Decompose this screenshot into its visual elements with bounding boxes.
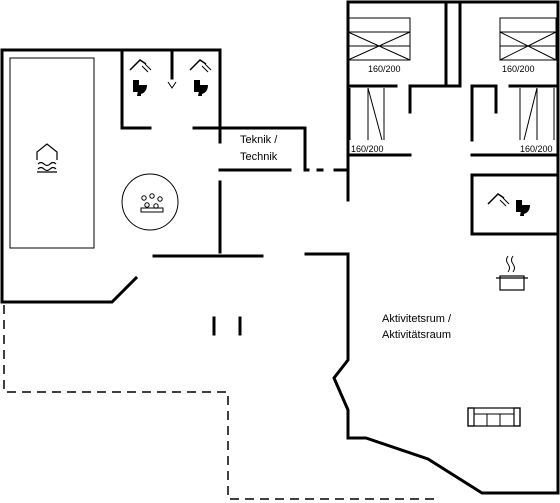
cooking-pot-icon bbox=[496, 255, 528, 291]
sofa-icon bbox=[467, 407, 521, 427]
terrace-outline bbox=[3, 305, 434, 500]
bathroom-left-fixtures bbox=[129, 59, 212, 96]
technik-label-line1: Teknik / bbox=[240, 134, 278, 146]
aktivitet-label-line2: Aktivitätsraum bbox=[382, 329, 451, 341]
shower-icon bbox=[129, 59, 152, 73]
bed-top-right bbox=[499, 17, 557, 61]
bed-size-label: 160/200 bbox=[368, 64, 401, 74]
toilet-icon bbox=[516, 200, 530, 216]
bed-size-label: 160/200 bbox=[520, 144, 553, 154]
technik-label-line2: Technik bbox=[240, 151, 278, 163]
whirlpool-icon bbox=[140, 193, 164, 213]
right-wing-walls bbox=[304, 0, 560, 495]
door-swings bbox=[349, 87, 555, 141]
shower-icon bbox=[189, 59, 212, 73]
toilet-icon bbox=[194, 80, 208, 96]
left-wing-walls bbox=[0, 48, 348, 336]
pool bbox=[9, 57, 95, 249]
whirlpool bbox=[121, 173, 179, 231]
shower-icon bbox=[487, 193, 510, 207]
bed-top-left bbox=[347, 17, 411, 61]
toilet-icon bbox=[133, 80, 147, 96]
pool-icon bbox=[36, 143, 58, 173]
aktivitet-label-line1: Aktivitetsrum / bbox=[382, 313, 452, 325]
bed-size-label: 160/200 bbox=[502, 64, 535, 74]
bathroom-right-fixtures bbox=[487, 193, 530, 216]
bed-size-label: 160/200 bbox=[351, 144, 384, 154]
